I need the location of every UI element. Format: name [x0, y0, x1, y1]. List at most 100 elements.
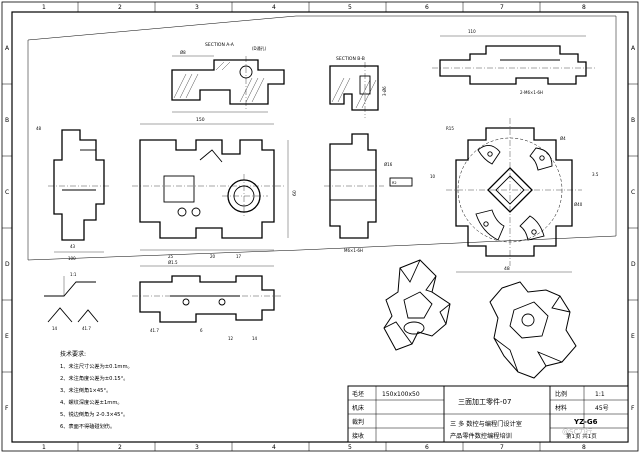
- dim-text: Ø4: [560, 136, 566, 141]
- dim-text: 6: [200, 328, 203, 333]
- row-label-right: C: [631, 189, 635, 196]
- note-item: 4、螺纹深度公差±1mm。: [60, 398, 123, 406]
- technical-notes: 技术要求: 1、未注尺寸公差为±0.1mm。 2、未注角度公差为±0.15°。 …: [60, 350, 133, 430]
- part-title: 三面加工零件-07: [458, 397, 511, 406]
- row-label-right: D: [631, 261, 636, 268]
- dim-text: 43: [70, 244, 76, 249]
- title-block-label: 毛坯: [352, 390, 364, 398]
- material-label: 材料: [555, 404, 567, 412]
- col-label-top: 4: [272, 4, 276, 11]
- dim-text: M6×1-6H: [344, 248, 363, 253]
- drawing-number: YZ-G6: [573, 418, 598, 426]
- row-label-left: E: [5, 333, 9, 340]
- row-label-right: E: [631, 333, 635, 340]
- ratio-label: 比例: [555, 390, 567, 398]
- dim-text: R2: [392, 181, 397, 185]
- title-block-label: 裁判: [352, 418, 364, 426]
- col-label-top: 2: [118, 4, 122, 11]
- dim-text: Ø40: [574, 202, 583, 207]
- org-line-1: 三 多 数控与编程门设计室: [450, 420, 522, 428]
- bottom-view: Ø1.5 41.7 6 12 14: [132, 260, 282, 341]
- dim-text: R15: [446, 126, 454, 131]
- org-line-2: 产品零件数控编程培训: [450, 432, 512, 440]
- ratio-value: 1:1: [595, 391, 605, 398]
- col-label-bottom: 5: [348, 444, 352, 451]
- title-block: 毛坯 机床 裁判 接收 150x100x50 三面加工零件-07 三 多 数控与…: [347, 385, 629, 443]
- dim-text: 25: [168, 254, 174, 259]
- note-item: 5、锐边倒角为 2-0.3×45°。: [60, 410, 128, 418]
- col-label-top: 1: [42, 4, 46, 11]
- dim-text: 14: [252, 336, 258, 341]
- note-item: 1、未注尺寸公差为±0.1mm。: [60, 362, 133, 370]
- dim-text: 110: [468, 29, 476, 34]
- plan-view: 48 R15 Ø40 Ø4 10 3.5: [430, 118, 599, 273]
- dim-text: 2-M6×1-6H: [520, 90, 543, 95]
- dim-text: 20: [210, 254, 216, 259]
- row-label-left: D: [5, 261, 10, 268]
- watermark: @SC力行: [562, 427, 592, 436]
- dim-text: Ø1.5: [168, 260, 178, 265]
- row-label-left: B: [5, 117, 9, 124]
- isometric-view-2: [489, 281, 577, 379]
- section-label-b: SECTION B-B: [336, 56, 365, 62]
- dim-text: (D通孔): [252, 45, 267, 51]
- dim-text: 100: [68, 256, 76, 261]
- dim-text: Ø16: [384, 162, 393, 167]
- col-label-top: 3: [195, 4, 199, 11]
- dim-text: 1:1: [70, 272, 77, 277]
- dim-text: 17: [236, 254, 242, 259]
- sheet-info: 第1页 共1页: [566, 432, 597, 440]
- dim-text: 10: [430, 174, 436, 179]
- dim-text: 3-Ø6: [382, 86, 387, 96]
- note-item: 3、未注倒角1×45°。: [60, 386, 111, 394]
- row-label-left: C: [5, 189, 9, 196]
- material-value: 45号: [595, 405, 609, 412]
- front-view: 150 60 25 20 17: [132, 117, 298, 259]
- col-label-top: 8: [582, 4, 586, 11]
- row-label-left: F: [5, 405, 9, 412]
- section-a-a-view: SECTION A-A Ø8 (D通孔): [171, 42, 285, 113]
- title-block-label: 机床: [352, 404, 364, 412]
- blank-size: 150x100x50: [382, 391, 420, 398]
- col-label-bottom: 4: [272, 444, 276, 451]
- dim-text: 41.7: [150, 328, 159, 333]
- col-label-top: 6: [425, 4, 429, 11]
- section-label-a: SECTION A-A: [205, 42, 235, 48]
- detail-sketches: 1:1 14 41.7: [44, 272, 99, 331]
- dim-text: 3.5: [592, 172, 599, 177]
- dim-text: 150: [196, 117, 205, 123]
- dim-text: 12: [228, 336, 234, 341]
- section-b-b-view: SECTION B-B 3-Ø6: [329, 56, 387, 118]
- note-item: 2、未注角度公差为±0.15°。: [60, 374, 128, 382]
- dim-text: 48: [36, 126, 42, 131]
- row-label-left: A: [5, 45, 10, 52]
- left-side-view: 100 43 48: [36, 126, 110, 261]
- col-label-top: 7: [500, 4, 504, 11]
- dim-text: 14: [52, 326, 58, 331]
- row-label-right: A: [631, 45, 636, 52]
- col-label-top: 5: [348, 4, 352, 11]
- drawing-area-outline: [27, 15, 617, 261]
- col-label-bottom: 2: [118, 444, 122, 451]
- col-label-bottom: 8: [582, 444, 586, 451]
- col-label-bottom: 7: [500, 444, 504, 451]
- note-item: 6、表面不得磕碰划伤。: [60, 422, 115, 430]
- col-label-bottom: 6: [425, 444, 429, 451]
- dim-text: 60: [292, 190, 298, 196]
- row-label-right: F: [631, 405, 635, 412]
- isometric-view-1: [383, 259, 451, 351]
- dim-text: Ø8: [180, 50, 186, 55]
- dim-text: 48: [504, 266, 510, 272]
- inner-frame: [11, 11, 629, 443]
- right-side-view: R2 Ø16 M6×1-6H: [324, 133, 413, 253]
- title-block-label: 接收: [352, 432, 364, 440]
- top-right-view: 110 2-M6×1-6H: [432, 29, 596, 95]
- row-label-right: B: [631, 117, 635, 124]
- dim-text: 41.7: [82, 326, 91, 331]
- col-label-bottom: 1: [42, 444, 46, 451]
- notes-title: 技术要求:: [60, 350, 86, 358]
- col-label-bottom: 3: [195, 444, 199, 451]
